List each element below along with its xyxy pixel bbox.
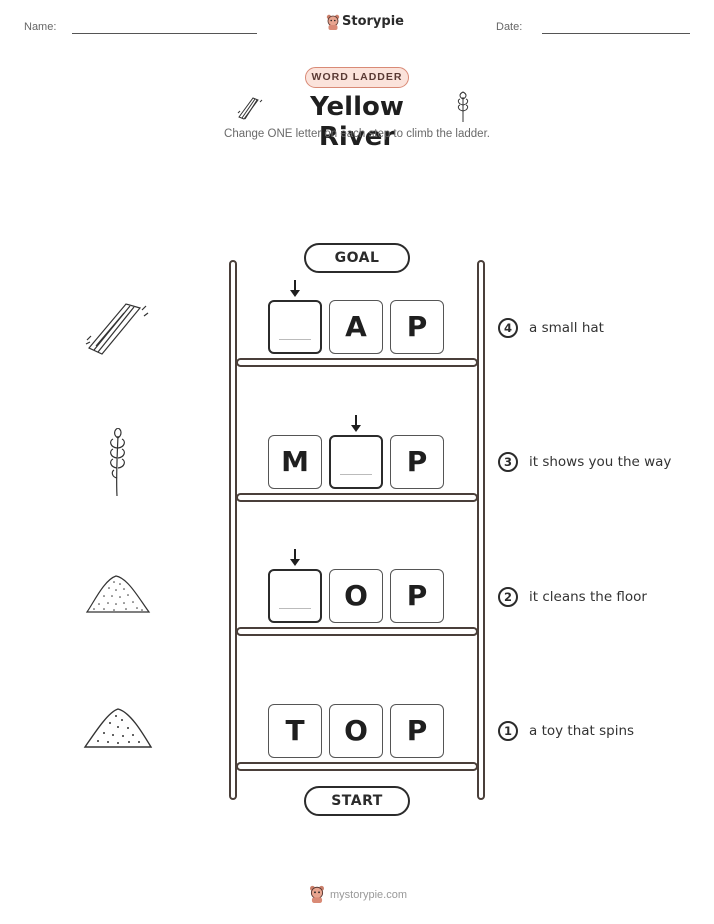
- letter-tile: P: [390, 569, 444, 623]
- letter-tile: P: [390, 704, 444, 758]
- page-title: Yellow River: [310, 92, 404, 152]
- step-clue: a toy that spins: [529, 723, 635, 739]
- footer: mystorypie.com: [309, 885, 409, 905]
- letter-tile-blank[interactable]: [268, 569, 322, 623]
- date-line[interactable]: [542, 33, 690, 34]
- letter-tile-blank[interactable]: [268, 300, 322, 354]
- letter-tile: M: [268, 435, 322, 489]
- reed-bundle-icon: [237, 97, 263, 120]
- brand-name: Storypie: [342, 14, 404, 29]
- write-line: [279, 608, 311, 609]
- wheat-icon: [110, 428, 125, 497]
- goal-label: GOAL: [304, 243, 410, 273]
- letter-tile: O: [329, 569, 383, 623]
- step-number: 2: [498, 587, 518, 607]
- letter-tile: P: [390, 300, 444, 354]
- ladder-rung: [236, 762, 478, 771]
- letter-tile-blank[interactable]: [329, 435, 383, 489]
- step-number: 4: [498, 318, 518, 338]
- arrow-down-icon: [290, 280, 300, 297]
- ladder-rung: [236, 358, 478, 367]
- ladder-rung: [236, 493, 478, 502]
- step-clue: it cleans the floor: [529, 589, 647, 605]
- name-label: Name:: [24, 21, 57, 33]
- dirt-mound-icon: [83, 708, 153, 748]
- wheat-icon: [457, 91, 469, 122]
- date-label: Date:: [496, 21, 523, 33]
- letter-tile: O: [329, 704, 383, 758]
- ladder-rung: [236, 627, 478, 636]
- letter-tile: A: [329, 300, 383, 354]
- reed-bundle-icon: [85, 303, 149, 355]
- page-subtitle: Change ONE letter on each step to climb …: [224, 128, 490, 140]
- arrow-down-icon: [351, 415, 361, 432]
- bear-mascot-icon: [310, 885, 324, 903]
- ladder-left-rail: [229, 260, 237, 800]
- letter-tile: P: [390, 435, 444, 489]
- start-label: START: [304, 786, 410, 816]
- write-line: [279, 339, 311, 340]
- step-number: 1: [498, 721, 518, 741]
- brand-logo: Storypie: [326, 14, 404, 32]
- letter-tile: T: [268, 704, 322, 758]
- arrow-down-icon: [290, 549, 300, 566]
- sand-pile-icon: [85, 575, 151, 613]
- step-clue: a small hat: [529, 320, 604, 336]
- ladder-right-rail: [477, 260, 485, 800]
- step-number: 3: [498, 452, 518, 472]
- footer-url[interactable]: mystorypie.com: [330, 889, 408, 901]
- name-line[interactable]: [72, 33, 257, 34]
- bear-mascot-icon: [326, 14, 340, 30]
- write-line: [340, 474, 372, 475]
- word-ladder-badge: WORD LADDER: [305, 67, 409, 88]
- step-clue: it shows you the way: [529, 454, 672, 470]
